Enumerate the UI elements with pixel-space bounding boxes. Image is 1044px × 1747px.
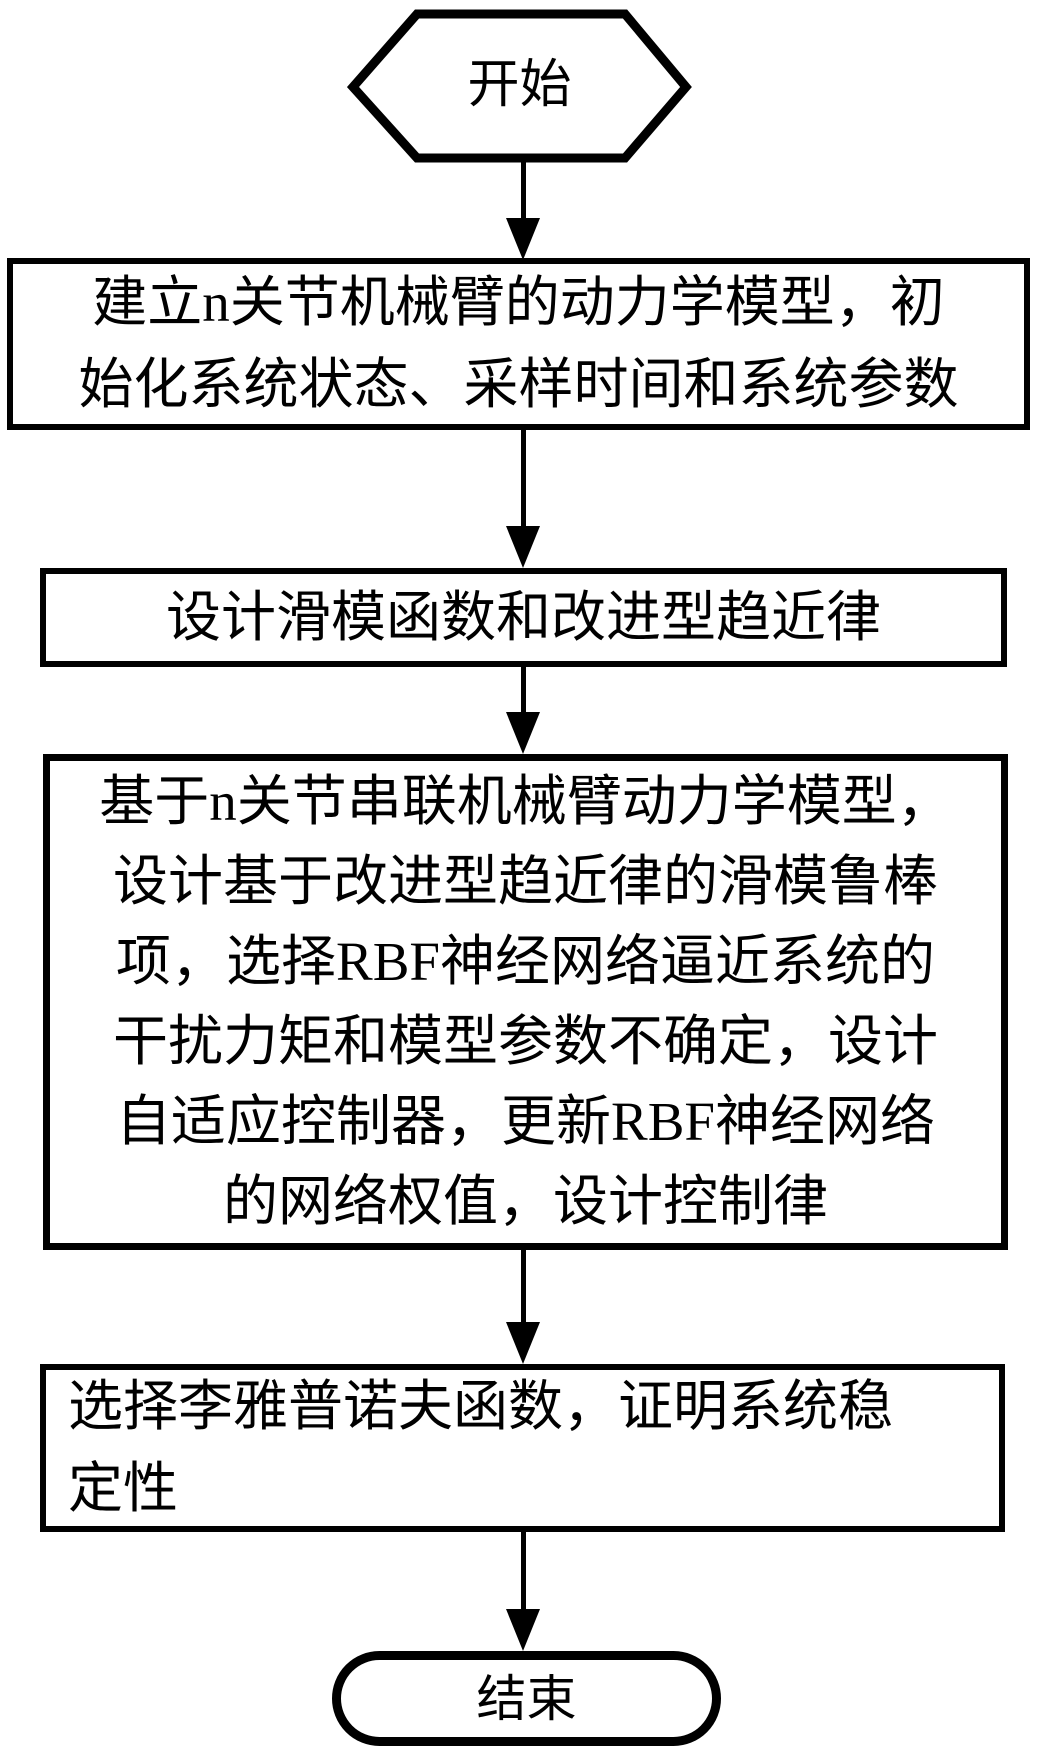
start-terminator: 开始 <box>347 8 692 164</box>
arrow-stem <box>520 428 526 526</box>
arrow-head <box>506 712 540 754</box>
arrow-head <box>506 526 540 568</box>
arrow-stem <box>520 156 526 218</box>
step-box-lyapunov: 选择李雅普诺夫函数，证明系统稳 定性 <box>40 1364 1005 1532</box>
arrow-stem <box>520 665 526 712</box>
arrow-head <box>506 1322 540 1364</box>
step-text-line: 自适应控制器，更新RBF神经网络 <box>116 1091 935 1152</box>
step-text-line: 始化系统状态、采样时间和系统参数 <box>78 354 959 415</box>
step-text-line: 设计滑模函数和改进型趋近律 <box>165 586 881 648</box>
step-text-line: 项，选择RBF神经网络逼近系统的 <box>116 931 935 992</box>
step-text-line: 的网络权值，设计控制律 <box>222 1171 828 1232</box>
step-text-line: 定性 <box>68 1458 179 1519</box>
step-text-line: 建立n关节机械臂的动力学模型，初 <box>92 272 945 333</box>
arrow-head <box>506 1609 540 1651</box>
step-box-rbf-controller: 基于n关节串联机械臂动力学模型， 设计基于改进型趋近律的滑模鲁棒 项，选择RBF… <box>43 754 1008 1250</box>
step-text-line: 选择李雅普诺夫函数，证明系统稳 <box>68 1376 894 1437</box>
arrow-down-icon <box>506 1530 540 1651</box>
step-text-line: 基于n关节串联机械臂动力学模型， <box>99 771 952 832</box>
step-box-sliding-mode: 设计滑模函数和改进型趋近律 <box>40 568 1007 667</box>
hexagon-shape <box>347 9 692 163</box>
arrow-stem <box>520 1530 526 1609</box>
arrow-down-icon <box>506 1248 540 1364</box>
end-terminator: 结束 <box>332 1651 721 1746</box>
arrow-head <box>506 218 540 260</box>
step-text-line: 设计基于改进型趋近律的滑模鲁棒 <box>112 851 938 912</box>
arrow-stem <box>520 1248 526 1322</box>
arrow-down-icon <box>506 428 540 568</box>
end-label: 结束 <box>476 1670 577 1727</box>
arrow-down-icon <box>506 156 540 260</box>
start-label: 开始 <box>467 57 572 114</box>
step-box-init-model: 建立n关节机械臂的动力学模型，初 始化系统状态、采样时间和系统参数 <box>7 258 1030 430</box>
step-text-line: 干扰力矩和模型参数不确定，设计 <box>112 1011 938 1072</box>
arrow-down-icon <box>506 665 540 754</box>
